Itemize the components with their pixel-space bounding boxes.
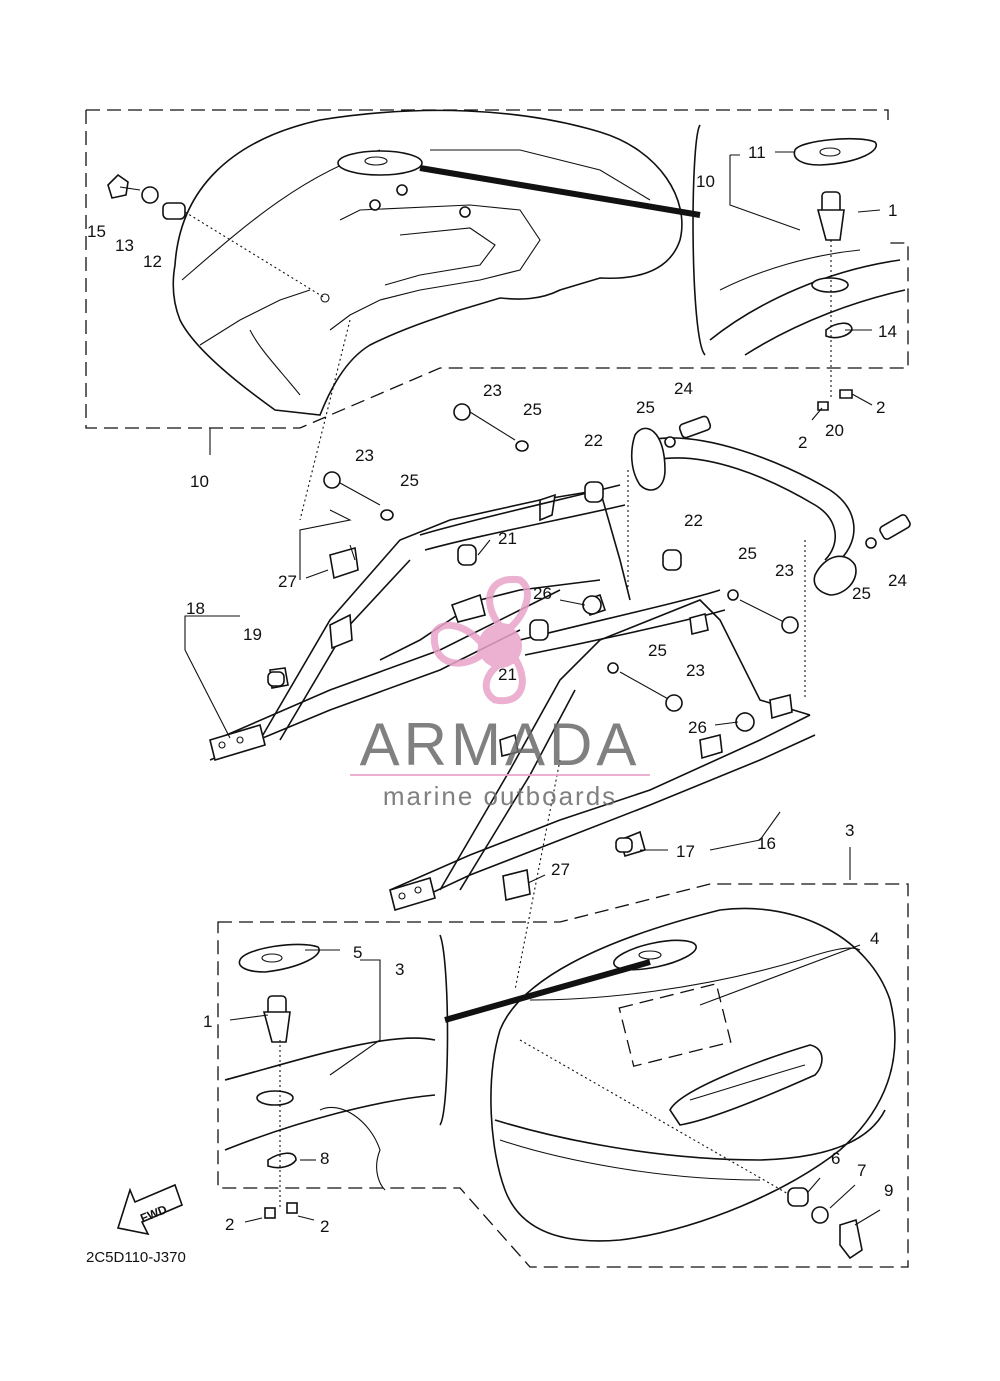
callout-27-a: 27 [278, 572, 297, 591]
diagram-code: 2C5D110-J370 [86, 1249, 186, 1266]
callout-10-inset: 10 [696, 172, 715, 191]
callout-labels: 15 13 12 11 10 1 14 2 2 10 23 25 25 24 2… [87, 143, 907, 1236]
callout-23-d: 23 [686, 661, 705, 680]
callout-25-e: 25 [852, 584, 871, 603]
callout-13: 13 [115, 236, 134, 255]
callout-25-d: 25 [738, 544, 757, 563]
callout-22-b: 22 [684, 511, 703, 530]
callout-24-b: 24 [888, 571, 907, 590]
callout-20: 20 [825, 421, 844, 440]
callout-1-lower: 1 [203, 1012, 212, 1031]
callout-2-upper-right: 2 [876, 398, 885, 417]
callout-10: 10 [190, 472, 209, 491]
upper-saddlebag-group [85, 109, 909, 429]
callout-14: 14 [878, 322, 897, 341]
callout-23-a: 23 [483, 381, 502, 400]
callout-8: 8 [320, 1149, 329, 1168]
callout-22-a: 22 [584, 431, 603, 450]
callout-2-upper-left: 2 [798, 433, 807, 452]
callout-3-b: 3 [395, 960, 404, 979]
callout-16: 16 [757, 834, 776, 853]
callout-25-f: 25 [648, 641, 667, 660]
watermark-brand: ARMADA [360, 711, 641, 778]
callout-7: 7 [857, 1161, 866, 1180]
callout-3-a: 3 [845, 821, 854, 840]
callout-11: 11 [748, 143, 766, 162]
callout-21-a: 21 [498, 529, 517, 548]
callout-6: 6 [831, 1149, 840, 1168]
callout-9: 9 [884, 1181, 893, 1200]
propeller-logo-icon [430, 575, 531, 705]
callout-2-lower-left: 2 [225, 1215, 234, 1234]
callout-2-lower-right: 2 [320, 1217, 329, 1236]
callout-26-a: 26 [533, 584, 552, 603]
lower-saddlebag-group [217, 883, 909, 1268]
callout-27-b: 27 [551, 860, 570, 879]
leader-lines [184, 151, 881, 1226]
callout-12: 12 [143, 252, 162, 271]
callout-5: 5 [353, 943, 362, 962]
fwd-arrow-icon: FWD [116, 1183, 184, 1236]
callout-4: 4 [870, 929, 879, 948]
callout-25-c: 25 [400, 471, 419, 490]
callout-23-c: 23 [775, 561, 794, 580]
fasteners [267, 403, 911, 901]
callout-17: 17 [676, 842, 695, 861]
callout-23-b: 23 [355, 446, 374, 465]
callout-19: 19 [243, 625, 262, 644]
callout-24-a: 24 [674, 379, 693, 398]
callout-21-b: 21 [498, 665, 517, 684]
guard-pipe [630, 427, 857, 596]
callout-18: 18 [186, 599, 205, 618]
callout-25-a: 25 [523, 400, 542, 419]
watermark: ARMADA marine outboards [350, 575, 650, 811]
callout-15: 15 [87, 222, 106, 241]
callout-1-upper: 1 [888, 201, 897, 220]
watermark-tagline: marine outboards [383, 781, 617, 811]
callout-25-b: 25 [636, 398, 655, 417]
callout-26-b: 26 [688, 718, 707, 737]
